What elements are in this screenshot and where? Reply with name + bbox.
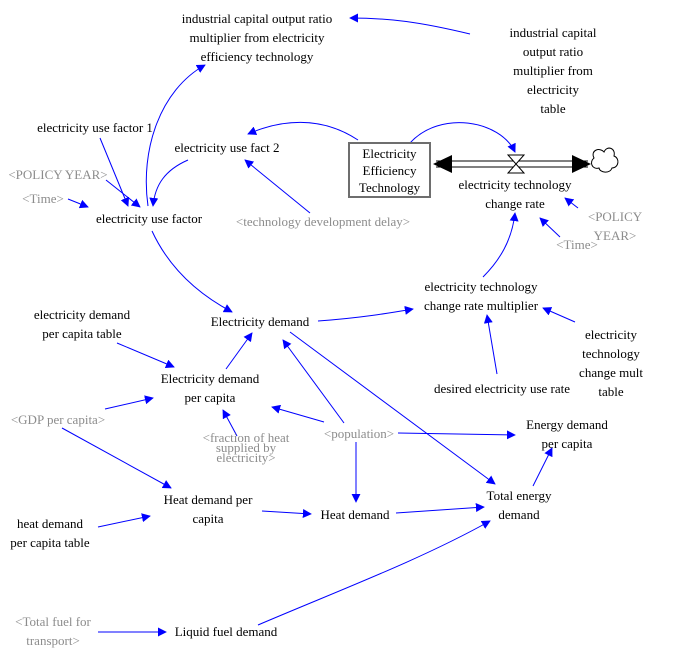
elec-demand-label[interactable]: Electricity demand (210, 314, 310, 329)
link-population-to-elec-demand (282, 339, 345, 424)
link-gdp-to-demand-pc (104, 395, 154, 410)
link-gdp-to-heat-pc (61, 427, 172, 489)
elec-demand-pc-label[interactable]: Electricity demand per capita (160, 371, 260, 405)
desired-use-rate-label[interactable]: desired electricity use rate (433, 381, 571, 396)
link-policy-year-to-elec-use-factor (105, 179, 141, 208)
link-policy-year2-to-change-rate (564, 197, 579, 209)
flow-pipe (433, 147, 619, 174)
link-population-to-energy-pc (397, 430, 516, 440)
population-shadow[interactable]: <population> (323, 426, 395, 441)
policy-year-shadow-1[interactable]: <POLICY YEAR> (8, 167, 108, 182)
valve-icon (506, 154, 526, 174)
link-factor1-to-elec-use-factor (99, 137, 130, 207)
link-delay-to-fact2 (244, 159, 311, 214)
heat-demand-label[interactable]: Heat demand (320, 507, 390, 522)
tech-change-mult-label[interactable]: electricity technology change rate multi… (423, 279, 539, 313)
elec-demand-table-label[interactable]: electricity demand per capita table (33, 307, 131, 341)
link-desired-to-mult (483, 314, 498, 375)
link-elec-use-factor-to-ind-cap-mult (145, 64, 206, 207)
link-population-to-demand-pc (271, 404, 325, 423)
link-stock-to-fact2 (247, 121, 359, 141)
heat-table-label[interactable]: heat demand per capita table (10, 516, 90, 550)
link-table-to-ind-cap-mult (349, 13, 471, 35)
flow-arrow-to-stock (433, 155, 452, 173)
link-mult-to-change-rate (482, 212, 519, 278)
link-heat-demand-to-total (395, 503, 485, 514)
cloud-sink-icon (591, 147, 619, 173)
tech-change-mult-table-label[interactable]: electricity technology change mult table (579, 327, 643, 399)
tech-change-rate-label[interactable]: electricity technology change rate (458, 177, 572, 211)
elec-use-fact-2-label[interactable]: electricity use fact 2 (174, 140, 280, 155)
link-frac-heat-to-demand-pc (222, 409, 238, 437)
liquid-fuel-label[interactable]: Liquid fuel demand (174, 624, 278, 639)
link-demand-pc-to-elec-demand (225, 332, 253, 370)
link-liquid-to-total (257, 520, 491, 626)
stock-electricity-efficiency-technology[interactable]: Electricity Efficiency Technology (348, 142, 431, 198)
link-heat-pc-to-heat-demand (261, 509, 312, 518)
total-energy-label[interactable]: Total energy demand (486, 488, 552, 522)
link-elec-use-factor-to-elec-demand (151, 230, 233, 313)
policy-year-shadow-2[interactable]: <POLICY YEAR> (587, 209, 643, 243)
energy-demand-pc-label[interactable]: Energy demand per capita (526, 417, 608, 451)
elec-use-factor-label[interactable]: electricity use factor (95, 211, 203, 226)
link-demand-table-to-demand-pc (116, 342, 175, 369)
link-stock-to-change-rate (409, 122, 516, 153)
heat-demand-pc-label[interactable]: Heat demand per capita (163, 492, 253, 526)
link-time-to-elec-use-factor (67, 198, 89, 209)
time-shadow-2[interactable]: <Time> (556, 237, 598, 252)
link-total-to-energy-pc (532, 447, 553, 487)
frac-heat-shadow[interactable]: <fraction of heat supplied by electricit… (202, 430, 290, 465)
gdp-pc-shadow[interactable]: <GDP per capita> (10, 412, 106, 427)
flow-arrow-to-cloud (572, 155, 591, 173)
tech-dev-delay-shadow[interactable]: <technology development delay> (235, 214, 411, 229)
link-elec-demand-to-mult (317, 305, 414, 322)
link-elec-demand-to-total (289, 331, 496, 485)
time-shadow-1[interactable]: <Time> (22, 191, 64, 206)
ind-cap-table-label[interactable]: industrial capital output ratio multipli… (509, 25, 597, 116)
link-heat-table-to-heat-pc (97, 513, 151, 528)
ind-cap-mult-label[interactable]: industrial capital output ratio multipli… (181, 11, 333, 64)
link-time2-to-change-rate (539, 217, 561, 238)
link-fact2-to-elec-use-factor (149, 159, 189, 207)
elec-use-factor-1-label[interactable]: electricity use factor 1 (37, 120, 153, 135)
total-fuel-shadow[interactable]: <Total fuel for transport> (15, 614, 91, 648)
link-mult-table-to-mult (542, 307, 576, 323)
